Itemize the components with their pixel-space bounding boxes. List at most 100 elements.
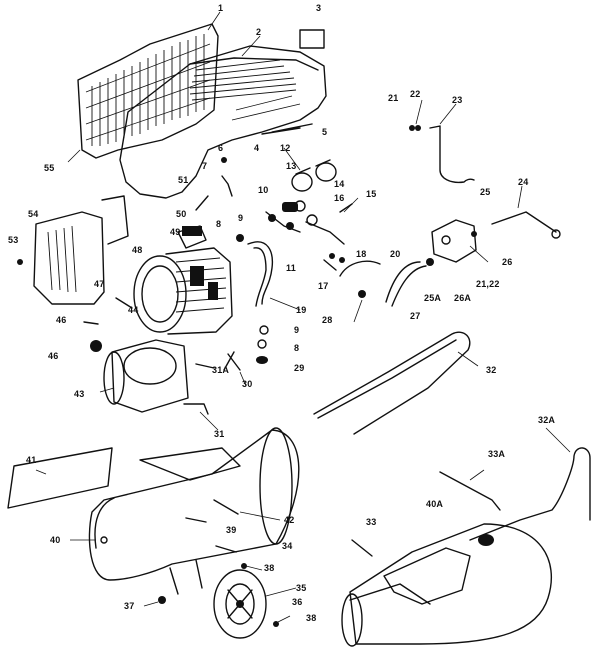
callout-31: 31 xyxy=(214,429,225,439)
part-49 xyxy=(182,226,202,236)
part-tank xyxy=(88,427,300,595)
callout-27: 27 xyxy=(410,311,421,321)
callout-14: 14 xyxy=(334,179,345,189)
callout-10: 10 xyxy=(258,185,269,195)
callout-38a: 38 xyxy=(264,563,275,573)
part-47 xyxy=(115,297,133,309)
callout-33a: 33A xyxy=(488,449,506,459)
callout-15: 15 xyxy=(366,189,377,199)
callout-43: 43 xyxy=(74,389,85,399)
part-manifold xyxy=(426,219,477,266)
part-tube-20 xyxy=(339,260,381,277)
part-38b xyxy=(273,621,279,627)
callout-50: 50 xyxy=(176,209,187,219)
part-41 xyxy=(7,447,113,509)
callout-8: 8 xyxy=(216,219,222,229)
callout-44: 44 xyxy=(128,305,139,315)
callout-54: 54 xyxy=(28,209,39,219)
part-gauges xyxy=(282,159,337,212)
part-alt-tank xyxy=(341,447,591,647)
part-strips xyxy=(261,123,313,135)
callout-9: 9 xyxy=(238,213,244,223)
callout-40a: 40A xyxy=(426,499,444,509)
part-fittings xyxy=(221,157,353,271)
callout-12: 12 xyxy=(280,143,291,153)
callout-18: 18 xyxy=(356,249,367,259)
part-tubes-27 xyxy=(385,261,421,303)
part-handle xyxy=(313,331,471,435)
callout-1: 1 xyxy=(218,3,224,13)
callout-25: 25 xyxy=(480,187,491,197)
callout-30: 30 xyxy=(242,379,253,389)
part-34 xyxy=(215,545,237,553)
callout-23: 23 xyxy=(452,95,463,105)
callout-17: 17 xyxy=(318,281,329,291)
callout-25a: 25A xyxy=(424,293,442,303)
callout-22: 22 xyxy=(410,89,421,99)
part-28 xyxy=(358,290,366,298)
callout-40: 40 xyxy=(50,535,61,545)
callout-51: 51 xyxy=(178,175,189,185)
callout-9b: 9 xyxy=(294,325,300,335)
part-39 xyxy=(185,517,207,523)
callout-2: 2 xyxy=(256,27,262,37)
callout-36: 36 xyxy=(292,597,303,607)
callout-35: 35 xyxy=(296,583,307,593)
callout-46a: 46 xyxy=(56,315,67,325)
callout-4: 4 xyxy=(254,143,260,153)
callout-26a: 26A xyxy=(454,293,472,303)
callout-32: 32 xyxy=(486,365,497,375)
leader-lines xyxy=(35,11,571,623)
callout-13: 13 xyxy=(286,161,297,171)
part-motor xyxy=(90,339,189,413)
part-rod xyxy=(429,125,475,184)
part-rear-grille xyxy=(77,23,219,159)
part-label-plate xyxy=(299,29,325,49)
callout-21-22: 21,22 xyxy=(476,279,500,289)
callout-41: 41 xyxy=(26,455,37,465)
part-pump-assembly xyxy=(133,225,233,335)
callout-47: 47 xyxy=(94,279,105,289)
callout-32a: 32A xyxy=(538,415,556,425)
part-42 xyxy=(213,499,239,515)
callout-8b: 8 xyxy=(294,343,300,353)
callout-6: 6 xyxy=(218,143,224,153)
callout-46b: 46 xyxy=(48,351,59,361)
callout-20: 20 xyxy=(390,249,401,259)
callout-55: 55 xyxy=(44,163,55,173)
callout-29: 29 xyxy=(294,363,305,373)
callout-38b: 38 xyxy=(306,613,317,623)
part-37 xyxy=(158,596,166,604)
callout-16: 16 xyxy=(334,193,345,203)
callout-3: 3 xyxy=(316,3,322,13)
part-46 xyxy=(83,321,99,325)
part-38a xyxy=(241,563,247,569)
part-tube xyxy=(247,241,274,305)
callout-34: 34 xyxy=(282,541,293,551)
callout-31a: 31A xyxy=(212,365,230,375)
callout-11: 11 xyxy=(286,263,296,273)
callout-21: 21 xyxy=(388,93,399,103)
callout-53: 53 xyxy=(8,235,19,245)
callout-19: 19 xyxy=(296,305,307,315)
callout-24: 24 xyxy=(518,177,529,187)
callout-42: 42 xyxy=(284,515,295,525)
part-hose xyxy=(491,211,557,233)
callout-49: 49 xyxy=(170,227,181,237)
callout-48: 48 xyxy=(132,245,143,255)
part-51 xyxy=(195,195,209,211)
part-hardware xyxy=(195,325,269,371)
callout-5: 5 xyxy=(322,127,328,137)
callout-33: 33 xyxy=(366,517,377,527)
callout-26: 26 xyxy=(502,257,513,267)
callout-39: 39 xyxy=(226,525,237,535)
part-top-hood xyxy=(119,45,327,199)
part-31 xyxy=(183,403,209,415)
callout-7: 7 xyxy=(202,161,208,171)
part-wheel xyxy=(213,569,267,639)
callout-28: 28 xyxy=(322,315,333,325)
part-side-grille xyxy=(17,195,129,305)
callout-37: 37 xyxy=(124,601,135,611)
